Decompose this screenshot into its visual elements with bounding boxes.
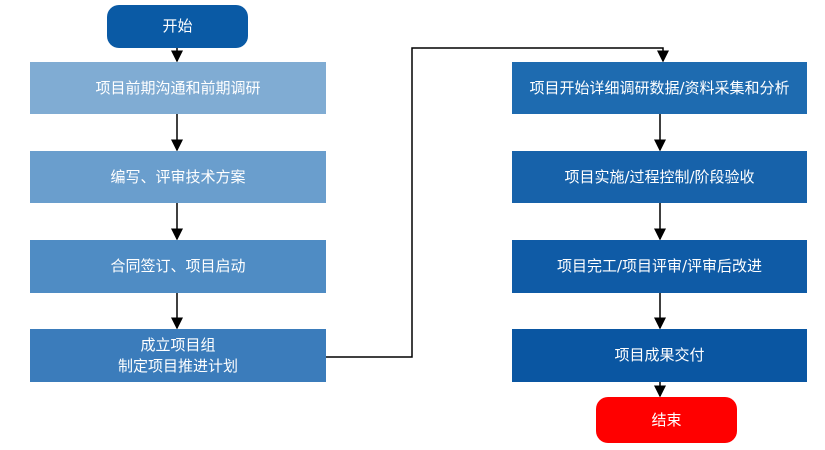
right-step-1: 项目开始详细调研数据/资料采集和分析 [512, 62, 807, 114]
start-node: 开始 [107, 5, 248, 48]
step-label: 项目开始详细调研数据/资料采集和分析 [529, 78, 790, 97]
right-step-2: 项目实施/过程控制/阶段验收 [512, 151, 807, 203]
arrow-step4-to-step5 [326, 47, 669, 358]
step-label: 项目成果交付 [614, 346, 705, 364]
left-step-1: 项目前期沟通和前期调研 [30, 62, 326, 114]
start-label: 开始 [162, 17, 193, 35]
step-label: 合同签订、项目启动 [110, 257, 246, 275]
step-label: 项目前期沟通和前期调研 [95, 78, 261, 97]
right-step-4: 项目成果交付 [512, 329, 807, 382]
left-step-4: 成立项目组 制定项目推进计划 [30, 329, 326, 382]
left-step-2: 编写、评审技术方案 [30, 151, 326, 203]
step-label: 项目实施/过程控制/阶段验收 [564, 167, 755, 186]
step-label: 成立项目组 制定项目推进计划 [117, 335, 238, 375]
end-node: 结束 [596, 397, 737, 443]
step-label: 编写、评审技术方案 [110, 167, 246, 186]
right-step-3: 项目完工/项目评审/评审后改进 [512, 240, 807, 293]
left-step-3: 合同签订、项目启动 [30, 240, 326, 293]
end-label: 结束 [651, 410, 682, 429]
step-label: 项目完工/项目评审/评审后改进 [556, 257, 763, 275]
